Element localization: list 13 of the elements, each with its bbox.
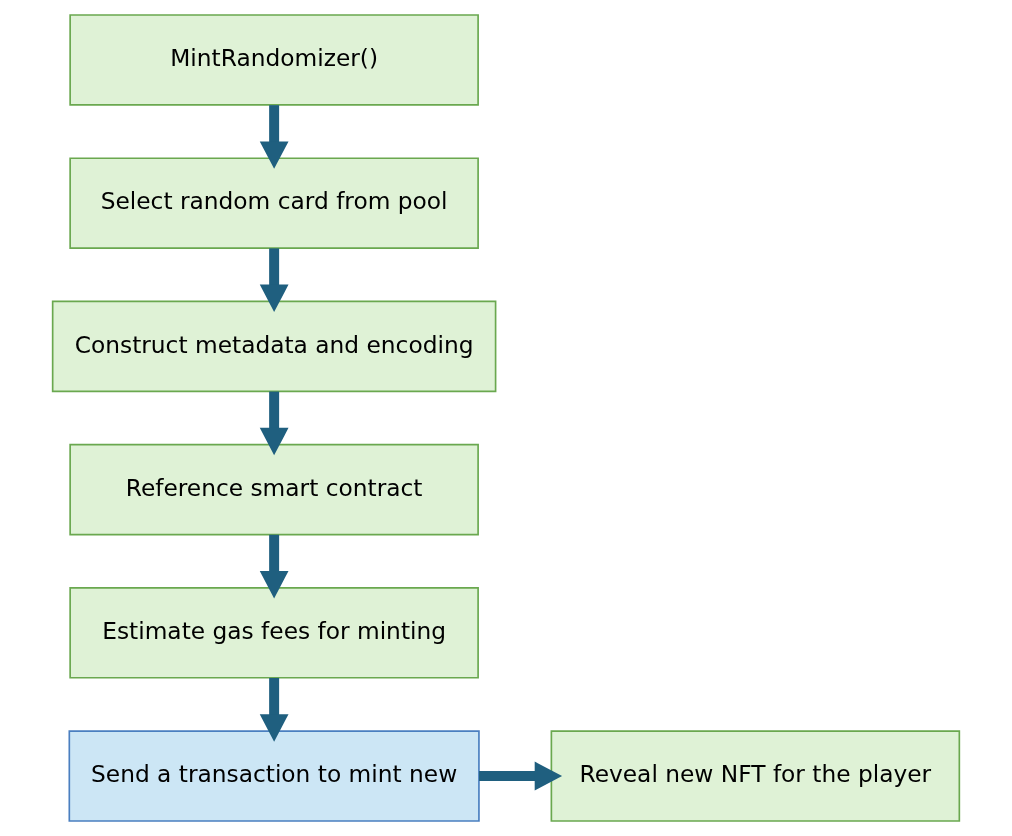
node-box: Reveal new NFT for the player	[550, 730, 961, 822]
arrow	[259, 391, 289, 456]
arrow	[259, 534, 289, 599]
node-box: MintRandomizer()	[69, 14, 479, 106]
node-box: Reference smart contract	[69, 443, 479, 536]
node-box: Estimate gas fees for minting	[69, 587, 479, 679]
node-box: Send a transaction to mint new	[68, 730, 480, 822]
node-box: Select random card from pool	[69, 157, 479, 249]
arrow	[259, 677, 289, 742]
arrow	[259, 105, 289, 169]
arrow	[259, 248, 289, 312]
node-box: Construct metadata and encoding	[51, 300, 497, 393]
arrow	[479, 761, 563, 791]
